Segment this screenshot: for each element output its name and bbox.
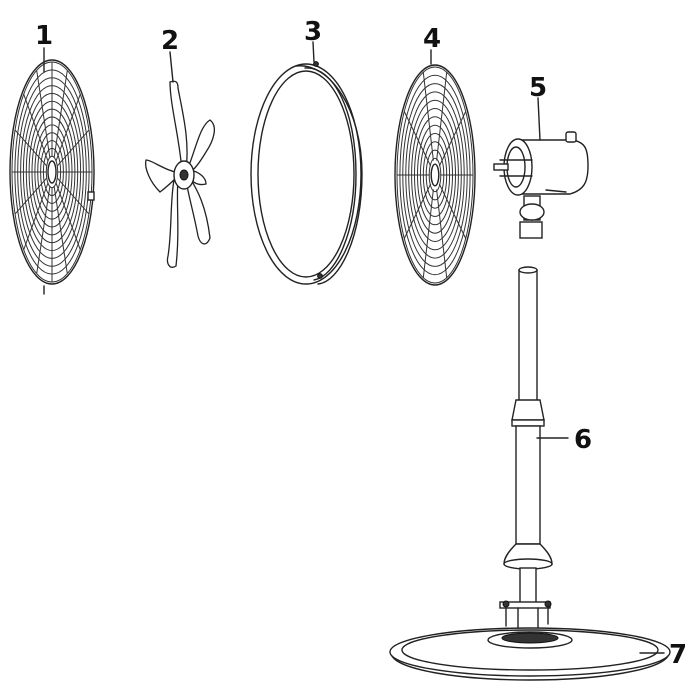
part-label-7: 7 bbox=[669, 640, 687, 670]
pole-bottom-tube bbox=[519, 567, 537, 605]
front-grille-spoke bbox=[23, 182, 49, 250]
part-label-4: 4 bbox=[423, 24, 441, 54]
blade-bottom bbox=[166, 179, 179, 268]
front-grille-spoke bbox=[56, 129, 90, 167]
front-grille-spoke bbox=[23, 94, 49, 162]
rear-grille-spoke bbox=[403, 183, 432, 239]
base-rim bbox=[401, 629, 659, 671]
grille-ring bbox=[250, 61, 363, 285]
front-grille-spoke bbox=[53, 186, 68, 274]
part-label-6: 6 bbox=[574, 425, 592, 455]
rear-grille-spoke bbox=[436, 189, 448, 278]
part-label-5: 5 bbox=[529, 73, 547, 103]
front-grille-spoke bbox=[53, 70, 68, 158]
part-label-1: 1 bbox=[35, 21, 53, 51]
ring-rim bbox=[295, 65, 363, 285]
motor-shaft bbox=[493, 163, 509, 171]
leader-lines bbox=[43, 41, 665, 654]
telescopic-pole bbox=[499, 266, 553, 629]
base-underside bbox=[391, 655, 669, 681]
front-grille bbox=[9, 59, 95, 295]
round-base bbox=[389, 627, 671, 681]
pole-bolts bbox=[499, 600, 552, 629]
blade-lower-right bbox=[185, 177, 211, 245]
fan-blade bbox=[144, 80, 216, 268]
front-grille-spoke bbox=[36, 70, 51, 158]
motor-base-edge bbox=[545, 189, 567, 193]
part-labels: 1 2 3 4 5 6 7 bbox=[35, 17, 687, 670]
motor-body bbox=[519, 139, 589, 195]
pole-top-cap bbox=[518, 266, 538, 274]
leader-2 bbox=[169, 51, 174, 83]
rear-grille-spoke bbox=[438, 183, 467, 239]
front-grille-spoke bbox=[36, 186, 51, 274]
pole-collar-ring bbox=[511, 419, 545, 427]
blade-top bbox=[169, 80, 188, 174]
base-outer bbox=[389, 627, 671, 677]
leader-5 bbox=[537, 97, 541, 141]
ring-rim-inner bbox=[304, 67, 357, 281]
rear-grille-spoke bbox=[422, 189, 434, 278]
grille-clip bbox=[87, 191, 95, 201]
rear-grille-spoke bbox=[436, 72, 448, 161]
base-center-plate bbox=[501, 632, 559, 644]
motor-knob bbox=[565, 131, 577, 143]
blade-hub-nut bbox=[179, 169, 189, 181]
front-grille-rim bbox=[9, 59, 95, 285]
ring-screw-top bbox=[313, 61, 319, 67]
ring-screw-bottom bbox=[317, 273, 323, 279]
motor-housing bbox=[493, 131, 589, 239]
blade-left bbox=[144, 159, 179, 193]
ring-inner bbox=[257, 70, 355, 278]
rear-grille bbox=[394, 64, 476, 286]
rear-grille-spoke bbox=[422, 72, 434, 161]
front-grille-spoke bbox=[55, 182, 81, 250]
part-label-3: 3 bbox=[304, 17, 322, 47]
blade-upper-right bbox=[187, 119, 216, 173]
base-center-ring bbox=[487, 631, 573, 649]
rear-grille-center bbox=[430, 163, 440, 187]
rear-grille-rim bbox=[394, 64, 476, 286]
pole-lower bbox=[515, 425, 541, 545]
ring-outer bbox=[250, 63, 362, 285]
front-grille-spoke bbox=[56, 177, 90, 215]
leader-3 bbox=[312, 41, 315, 63]
front-grille-spoke bbox=[55, 94, 81, 162]
front-grille-center bbox=[47, 160, 57, 184]
motor-tilt-joint bbox=[519, 203, 545, 221]
rear-grille-spoke bbox=[403, 111, 432, 167]
part-label-2: 2 bbox=[161, 26, 179, 56]
rear-grille-spoke bbox=[438, 111, 467, 167]
front-grille-spoke bbox=[14, 129, 48, 167]
motor-coupling bbox=[519, 221, 543, 239]
pole-collar bbox=[511, 399, 545, 421]
pole-upper bbox=[518, 269, 538, 403]
front-grille-spoke bbox=[14, 177, 48, 215]
